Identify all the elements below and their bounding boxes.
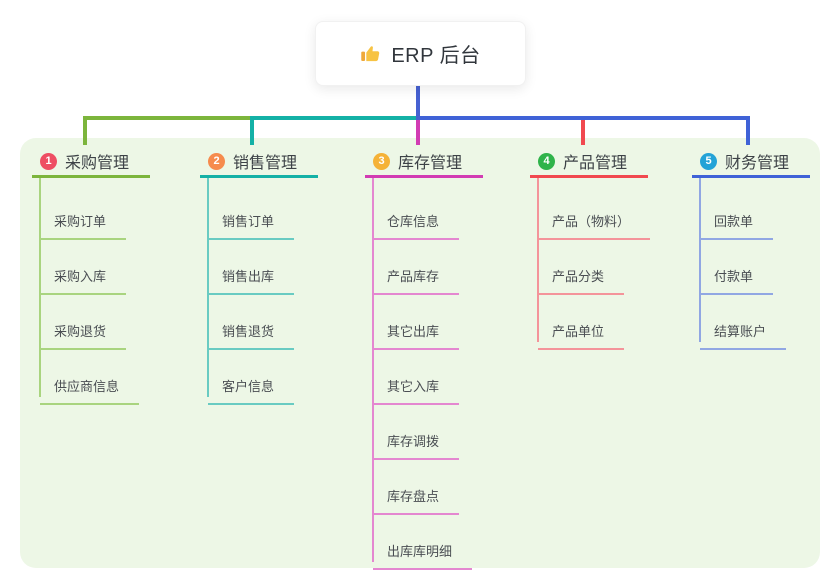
branch-label: 财务管理 bbox=[725, 155, 790, 172]
sub-item[interactable]: 客户信息 bbox=[208, 361, 295, 405]
sub-item[interactable]: 销售订单 bbox=[208, 196, 295, 240]
branch-title-1[interactable]: 1 采购管理 bbox=[32, 147, 150, 178]
sub-item[interactable]: 采购订单 bbox=[40, 196, 127, 240]
sub-item[interactable]: 库存调拨 bbox=[373, 416, 460, 460]
thumbs-up-icon bbox=[361, 46, 380, 62]
branch-label: 产品管理 bbox=[563, 155, 628, 172]
branch-badge: 3 bbox=[373, 152, 390, 170]
root-node-erp[interactable]: ERP 后台 bbox=[315, 21, 526, 86]
sub-item[interactable]: 回款单 bbox=[700, 196, 774, 240]
branch-badge: 1 bbox=[40, 152, 57, 170]
branch-title-4[interactable]: 4 产品管理 bbox=[530, 147, 648, 178]
sub-item[interactable]: 供应商信息 bbox=[40, 361, 140, 405]
sub-item[interactable]: 产品库存 bbox=[373, 251, 460, 295]
sub-item[interactable]: 付款单 bbox=[700, 251, 774, 295]
sub-item[interactable]: 产品单位 bbox=[538, 306, 625, 350]
branch-badge: 5 bbox=[700, 152, 717, 170]
branch-label: 采购管理 bbox=[65, 155, 130, 172]
sub-item[interactable]: 销售出库 bbox=[208, 251, 295, 295]
branch-badge: 2 bbox=[208, 152, 225, 170]
sub-item[interactable]: 采购退货 bbox=[40, 306, 127, 350]
branch-title-3[interactable]: 3 库存管理 bbox=[365, 147, 483, 178]
sub-item[interactable]: 出库库明细 bbox=[373, 526, 473, 570]
branch-label: 销售管理 bbox=[233, 155, 298, 172]
sub-item[interactable]: 产品分类 bbox=[538, 251, 625, 295]
sub-item[interactable]: 其它入库 bbox=[373, 361, 460, 405]
sub-item[interactable]: 结算账户 bbox=[700, 306, 787, 350]
branch-title-5[interactable]: 5 财务管理 bbox=[692, 147, 810, 178]
branch-title-2[interactable]: 2 销售管理 bbox=[200, 147, 318, 178]
sub-item[interactable]: 库存盘点 bbox=[373, 471, 460, 515]
branches-background-panel bbox=[20, 138, 820, 568]
root-node-label: ERP 后台 bbox=[391, 45, 481, 67]
branch-label: 库存管理 bbox=[398, 155, 463, 172]
sub-item[interactable]: 产品（物料） bbox=[538, 196, 651, 240]
sub-item[interactable]: 销售退货 bbox=[208, 306, 295, 350]
branch-badge: 4 bbox=[538, 152, 555, 170]
sub-item[interactable]: 仓库信息 bbox=[373, 196, 460, 240]
sub-item[interactable]: 其它出库 bbox=[373, 306, 460, 350]
sub-item[interactable]: 采购入库 bbox=[40, 251, 127, 295]
